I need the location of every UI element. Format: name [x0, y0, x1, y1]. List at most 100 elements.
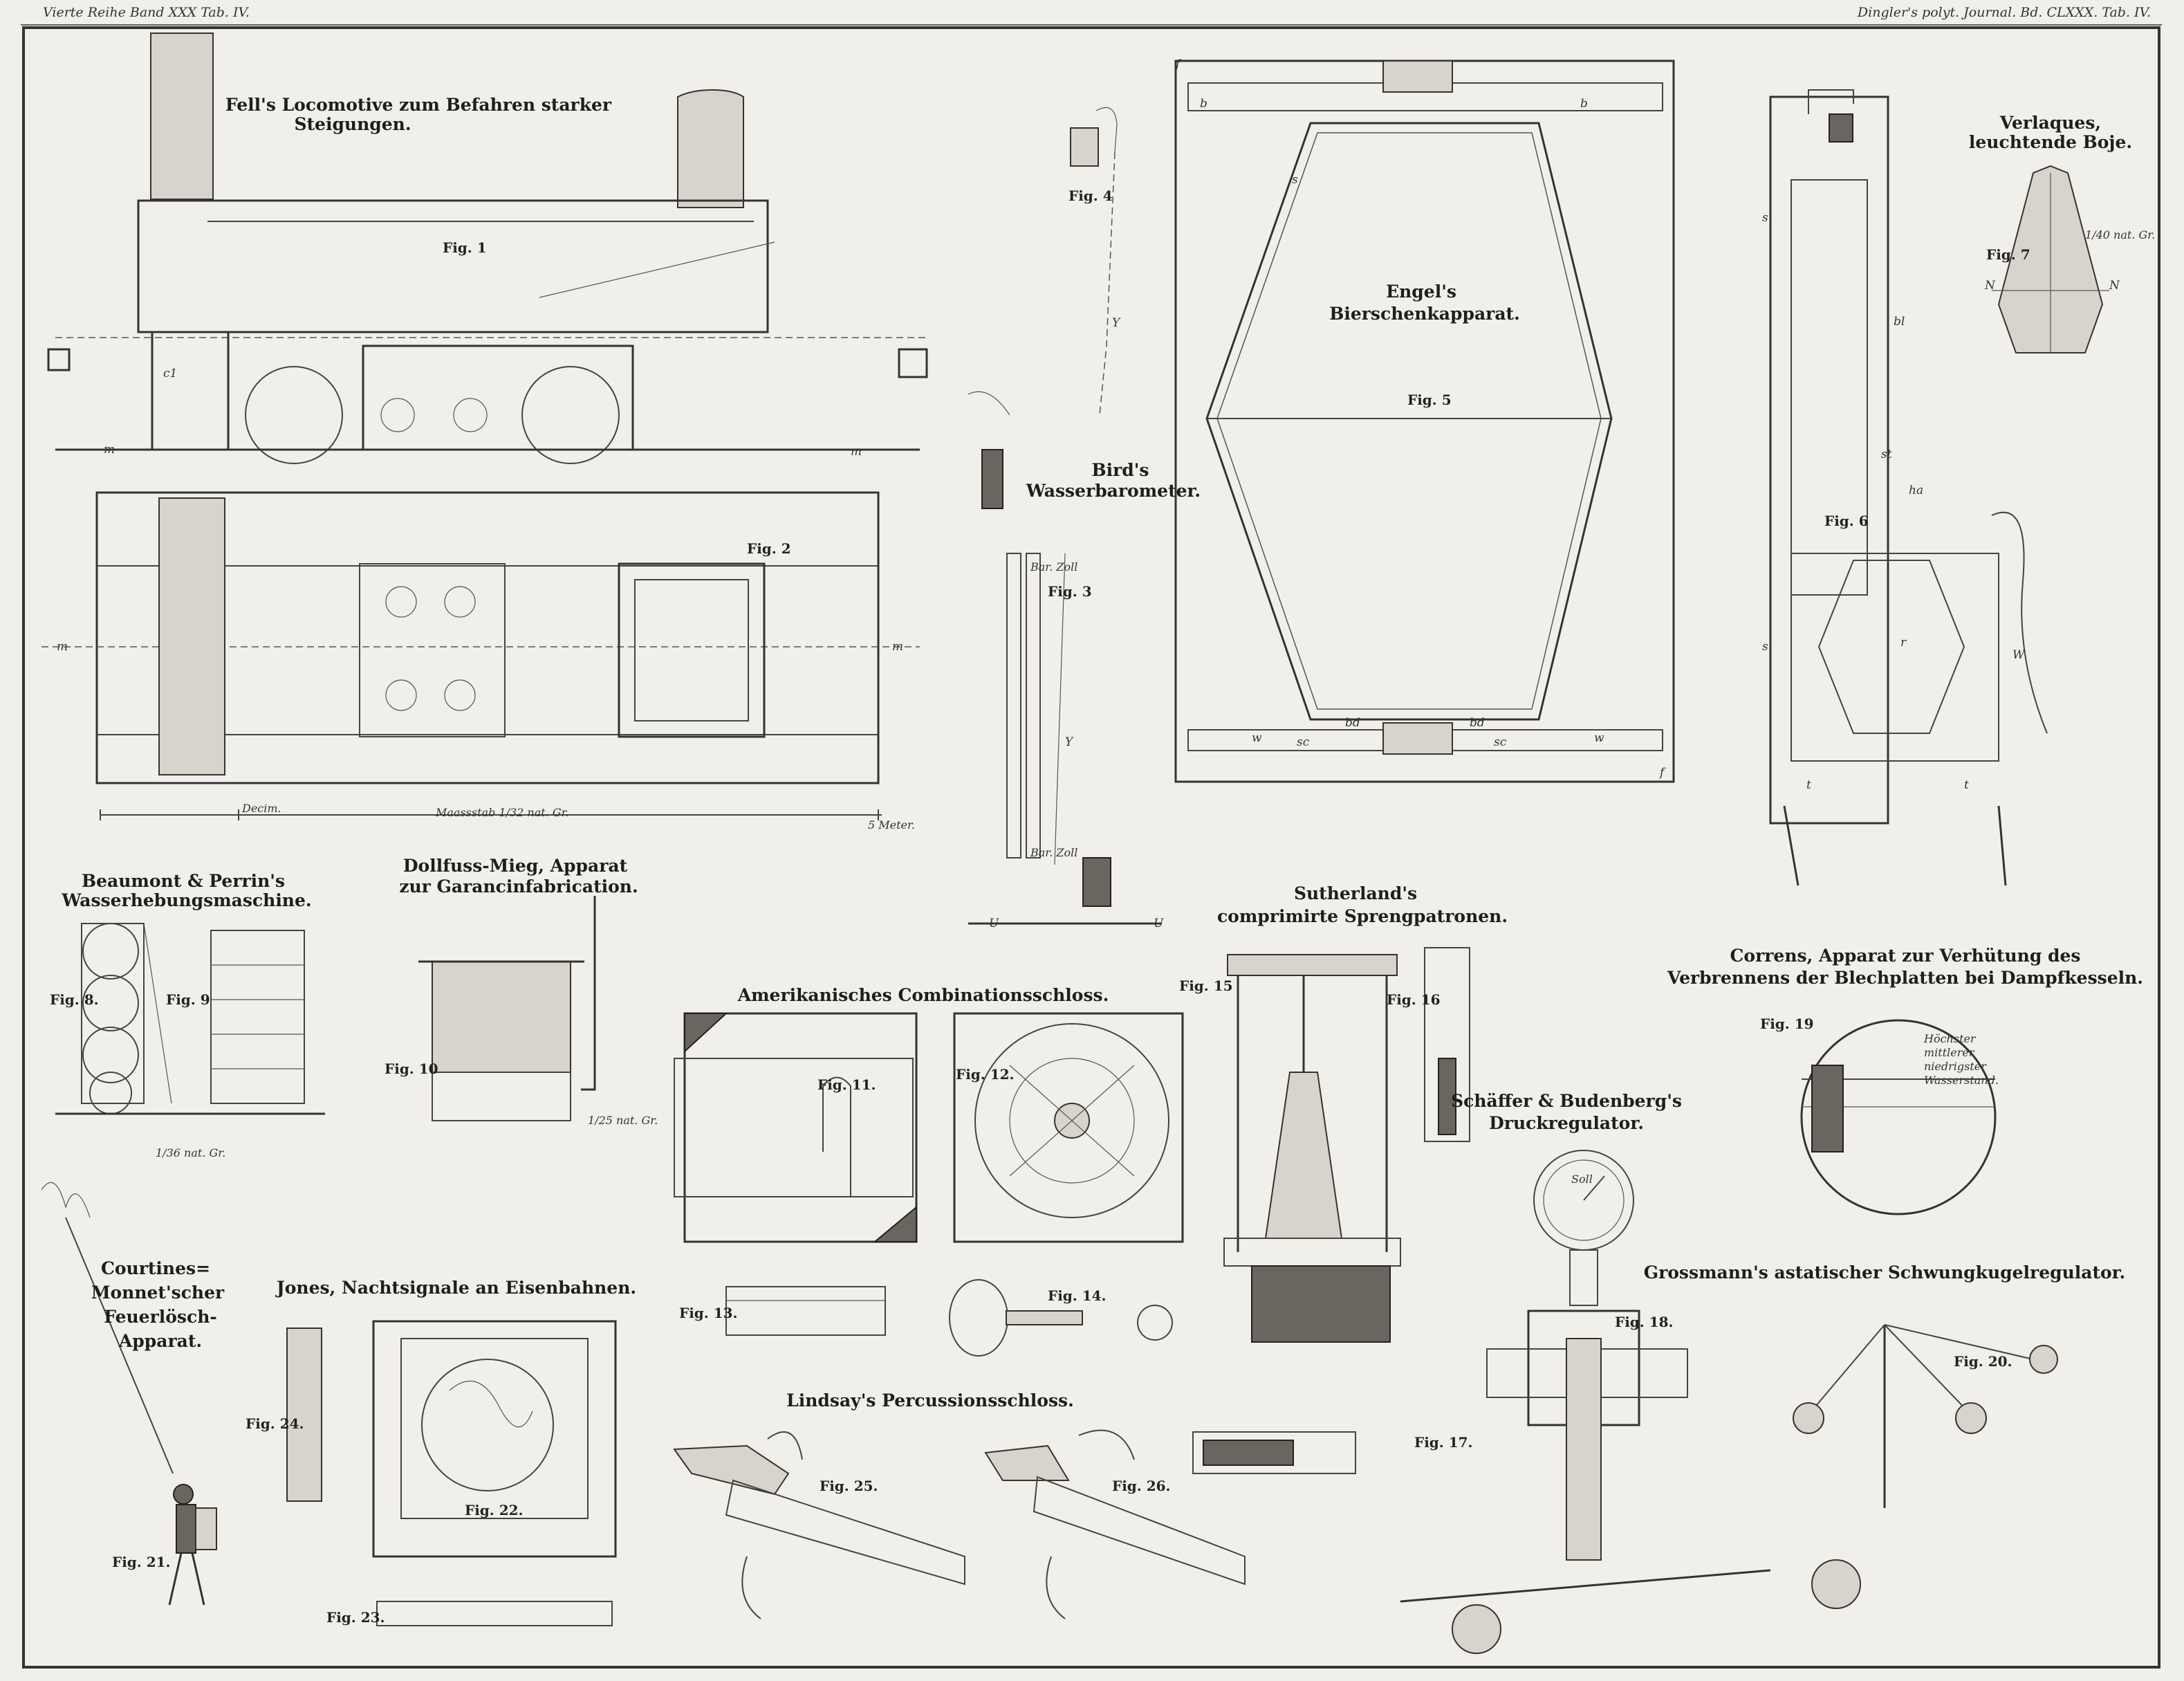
- lbl-sc-1: sc: [1297, 735, 1310, 749]
- fig25-stock: [725, 1479, 965, 1586]
- fig18-gauge-needle: [1583, 1175, 1605, 1201]
- fig26-cock: [1078, 1429, 1135, 1460]
- baro-bottom-scale: Bar. Zoll: [1030, 846, 1077, 859]
- fig21-head: [173, 1484, 194, 1505]
- lbl-W: W: [2012, 648, 2026, 662]
- dollfuss-group: Dollfuss-Mieg, Apparat zur Garancinfabri…: [385, 856, 658, 1127]
- fig17-body: [1192, 1431, 1356, 1474]
- fig16-borehole: [1424, 947, 1470, 1142]
- lbl-N-2: N: [2109, 279, 2120, 293]
- fig17-charge: [1203, 1440, 1294, 1466]
- fig4-vessel: [1070, 127, 1099, 167]
- lbl-t-1: t: [1806, 778, 1811, 792]
- fig4-label: Fig. 4: [1068, 187, 1113, 204]
- lbl-U-1: U: [989, 917, 999, 930]
- fig6-label: Fig. 6: [1824, 513, 1869, 529]
- engel-group: Engel's Bierschenkapparat. Fig. 5 b b f …: [1174, 57, 1675, 783]
- lbl-m-2: m: [851, 445, 862, 459]
- fig26-label: Fig. 26.: [1112, 1478, 1171, 1494]
- fig11-label: Fig. 11.: [817, 1076, 876, 1093]
- lever-weight-left: [1452, 1604, 1501, 1654]
- grossmann-group: Grossmann's astatischer Schwungkugelregu…: [1644, 1262, 2125, 1508]
- fig5-top-valve: [1382, 60, 1453, 93]
- fig8-wheel-1: [82, 923, 139, 980]
- fig23-label: Fig. 23.: [326, 1609, 385, 1626]
- fig16-label: Fig. 16: [1387, 991, 1441, 1008]
- fig21-label: Fig. 21.: [112, 1554, 171, 1570]
- beaumont-title-1: Beaumont & Perrin's: [82, 871, 285, 891]
- fig2-wheel-4: [444, 679, 476, 711]
- beaumont-title-2: Wasserhebungsmaschine.: [61, 890, 311, 910]
- lbl-U-2: U: [1154, 917, 1164, 930]
- verlaques-title-1: Verlaques,: [1999, 113, 2101, 133]
- fig2-cylinders: [158, 497, 225, 775]
- fig12-plate: [953, 1012, 1184, 1243]
- fig17-label: Fig. 17.: [1414, 1434, 1473, 1451]
- fig6-pipe: [1991, 511, 2048, 734]
- header-right: Dingler's polyt. Journal. Bd. CLXXX. Tab…: [1857, 5, 2151, 20]
- courtines-l2: Monnet'scher: [91, 1283, 225, 1303]
- schaeffer-group: Schäffer & Budenberg's Druckregulator. S…: [1400, 1091, 1861, 1654]
- fig2-label: Fig. 2: [747, 540, 791, 557]
- fig20-ball-top: [2029, 1345, 2058, 1374]
- fig8-brace: [143, 923, 172, 1104]
- correns-group: Correns, Apparat zur Verhütung des Verbr…: [1667, 946, 2143, 1215]
- verlaques-group: Verlaques, leuchtende Boje. Fig. 7 1/40 …: [1762, 89, 2155, 886]
- fig6-outer: [1769, 95, 1889, 825]
- lbl-bd-1: bd: [1345, 716, 1360, 730]
- fig18-piston: [1566, 1338, 1602, 1561]
- fig12-mid-ring: [1009, 1058, 1135, 1184]
- boiler-body: [137, 199, 769, 333]
- fig11-slot: [822, 1076, 851, 1197]
- fig20-arm-top: [1884, 1324, 2034, 1360]
- scale-decim: Decim.: [241, 802, 281, 815]
- fig6-column: [1790, 179, 1868, 596]
- fig24-post: [286, 1328, 322, 1502]
- fig18-label: Fig. 18.: [1615, 1314, 1674, 1330]
- lbl-m-1: m: [104, 443, 115, 457]
- schaeffer-title-2: Druckregulator.: [1489, 1113, 1644, 1133]
- lbl-bl: bl: [1894, 315, 1905, 329]
- fig5-label: Fig. 5: [1407, 392, 1452, 408]
- fig6-hex-vessel: [1817, 560, 1965, 734]
- dollfuss-title-2: zur Garancinfabrication.: [399, 876, 638, 897]
- fig20-ball-r: [1955, 1402, 1987, 1434]
- sutherland-group: Sutherland's comprimirte Sprengpatronen.…: [1179, 883, 1508, 1474]
- fig8-wheel-3: [82, 1027, 139, 1083]
- fig10-base: [432, 1072, 571, 1121]
- fig21-jet: [65, 1217, 174, 1474]
- amerik-title: Amerikanisches Combinationsschloss.: [737, 985, 1109, 1005]
- correns-tag-b: mittlerer: [1924, 1046, 1975, 1059]
- fig10-pipe: [581, 896, 596, 1091]
- fig11-corner-1: [684, 1013, 728, 1054]
- fig16-cartridge: [1438, 1058, 1456, 1135]
- horiz-wheel-a: [380, 398, 415, 432]
- fig20-label: Fig. 20.: [1954, 1353, 2012, 1370]
- correns-title-1: Correns, Apparat zur Verhütung des: [1730, 946, 2081, 966]
- buffer-left: [47, 348, 71, 371]
- fell-title-2: Steigungen.: [294, 114, 411, 134]
- verlaques-title-2: leuchtende Boje.: [1969, 132, 2132, 152]
- fig6-vessel-frame: [1790, 553, 1999, 762]
- fig22-label: Fig. 22.: [465, 1502, 524, 1518]
- fig12-cross-2: [1009, 1065, 1135, 1177]
- fig20-arm-r: [1884, 1324, 1972, 1415]
- fig21-body: [176, 1504, 196, 1554]
- lindsay-group: Lindsay's Percussionsschloss. Fig. 25. F…: [673, 1390, 1246, 1619]
- fig10-vat: [432, 961, 571, 1073]
- fig4-cord: [1095, 107, 1118, 153]
- courtines-l1: Courtines=: [101, 1258, 210, 1278]
- correns-tag-a: Höchster: [1923, 1032, 1977, 1045]
- fig21-spray: [41, 1182, 91, 1218]
- lbl-b-2: b: [1580, 97, 1588, 111]
- fig19-plate-left: [1811, 1065, 1844, 1152]
- fig2-horizontal-gear: [359, 563, 506, 737]
- jones-group: Jones, Nachtsignale an Eisenbahnen. Fig.…: [246, 1278, 636, 1626]
- fig8-wheel-2: [82, 975, 139, 1031]
- header-left: Vierte Reihe Band XXX Tab. IV.: [43, 5, 250, 20]
- fig4-line-y: [1099, 151, 1116, 416]
- lbl-s-3: s: [1762, 640, 1768, 654]
- jones-title: Jones, Nachtsignale an Eisenbahnen.: [275, 1278, 636, 1298]
- rod-line: [539, 241, 775, 298]
